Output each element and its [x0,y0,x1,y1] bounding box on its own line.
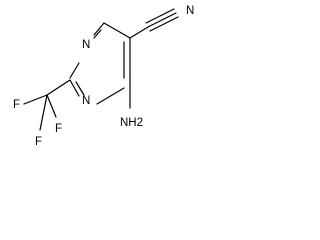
ring-bond-c5-c6 [103,22,131,39]
ring-bond-c2-n3 [69,79,80,97]
atom-label-fluorine-1: F [13,99,20,111]
cf3-bond-f1 [23,94,48,105]
atom-label-fluorine-3: F [35,136,42,148]
atom-label-nitrile-n: N [186,5,194,17]
atom-label-fluorine-2: F [55,123,62,135]
nitrile-bond-c5-c [129,26,149,39]
nitrile-triple-3 [149,16,179,32]
nitrile-triple-2 [145,8,175,24]
ring-bond-n3-c4 [96,87,125,105]
atom-label-n-top: N [82,39,90,51]
atom-label-n-bottom: N [82,95,90,107]
ring-bond-c6-n1 [93,22,105,36]
cf3-bond-c2-c [46,79,71,96]
chemical-structure: N N N NH2 F F F [13,5,194,148]
structure-canvas: N N N NH2 F F F [0,0,224,158]
ring-bond-c6-n1-double [93,29,102,39]
nitrile-triple-1 [147,12,177,28]
cf3-bond-f3 [39,94,48,131]
atom-label-amine: NH2 [120,117,143,129]
cf3-bond-f2 [46,94,57,118]
ring-bond-c2-n3-double [75,81,85,96]
ring-bond-n1-c2 [69,62,80,79]
